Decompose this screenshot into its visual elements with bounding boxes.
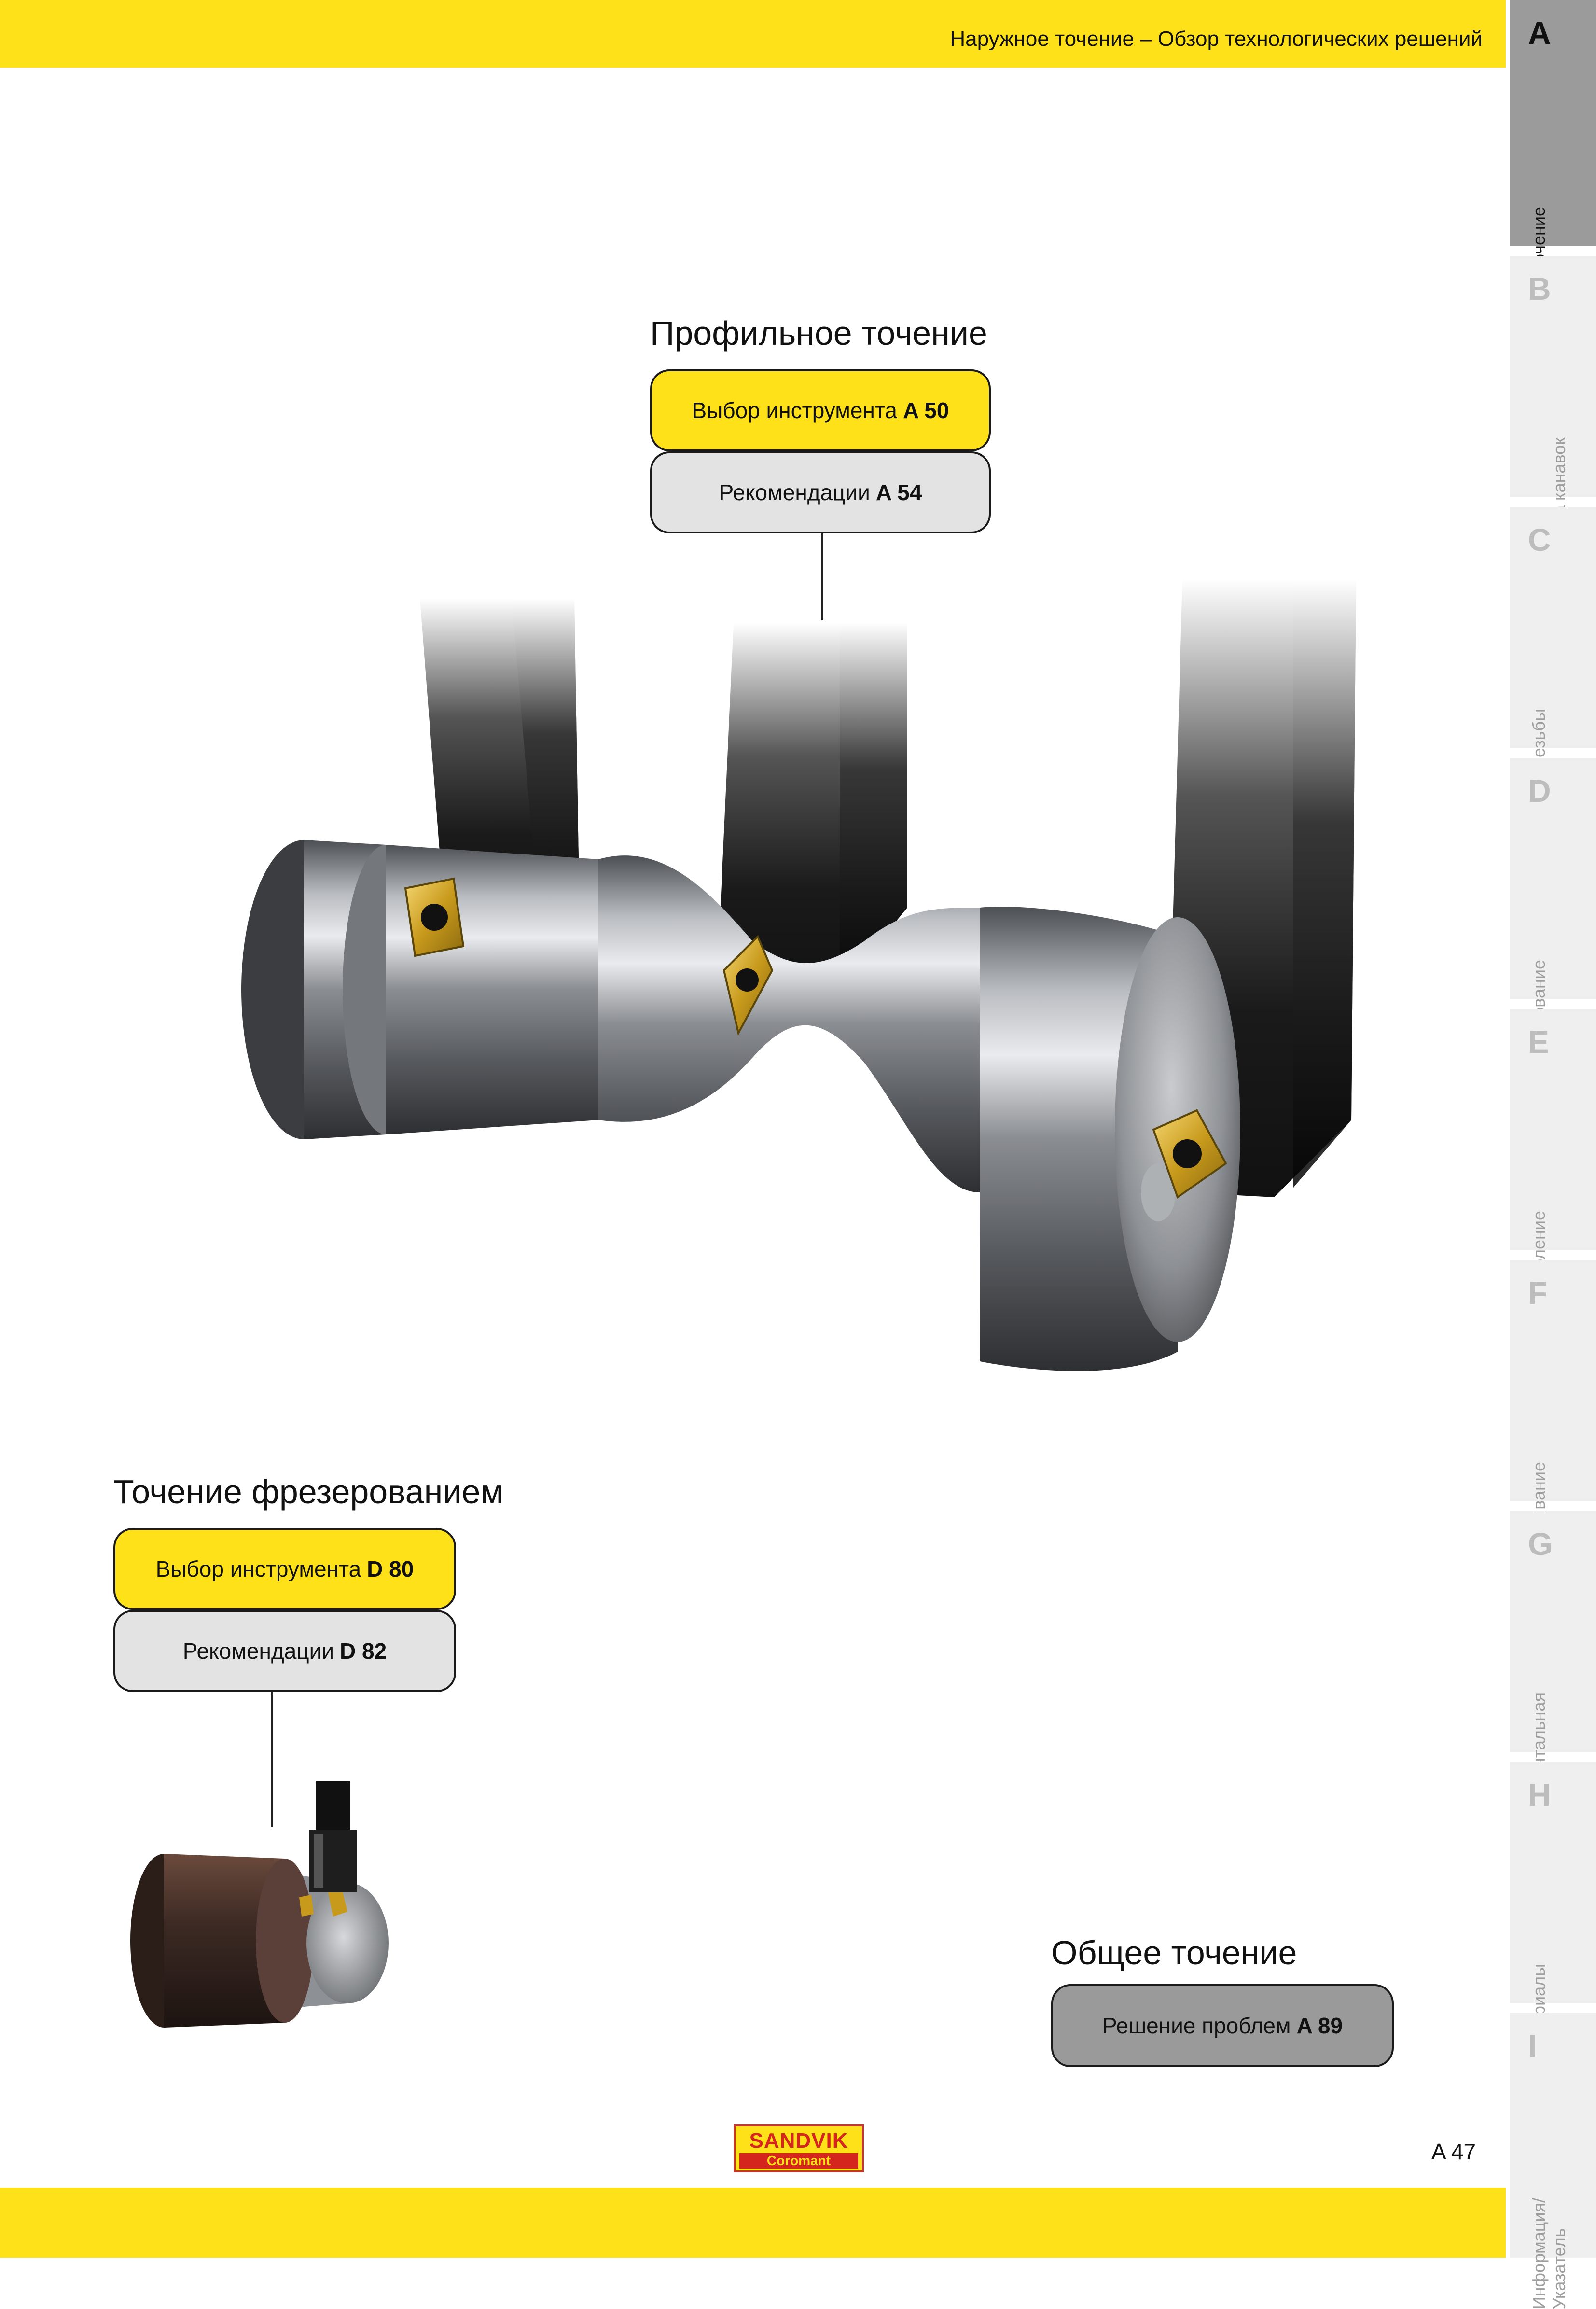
page-ref: D 82 <box>340 1638 387 1664</box>
page-header-title: Наружное точение – Обзор технологических… <box>950 27 1483 51</box>
tool-holder-middle <box>719 623 907 1004</box>
tab-label: Информация/Указатель <box>1529 2198 1569 2309</box>
milling-turning-heading: Точение фрезерованием <box>113 1473 504 1511</box>
tab-letter: A <box>1528 15 1551 51</box>
sandvik-coromant-logo: SANDVIK Coromant <box>734 2124 864 2172</box>
button-label: Выбор инструмента <box>155 1556 361 1581</box>
tab-letter: I <box>1528 2028 1537 2064</box>
milling-tool-selection-button[interactable]: Выбор инструмента D 80 <box>113 1528 456 1610</box>
callout-line <box>821 533 823 620</box>
header-bar: Наружное точение – Обзор технологических… <box>0 0 1506 68</box>
profile-tool-selection-button[interactable]: Выбор инструмента A 50 <box>650 369 991 451</box>
insert-right <box>1152 1109 1227 1199</box>
tab-letter: D <box>1528 773 1551 809</box>
callout-line <box>271 1692 273 1827</box>
logo-line2: Coromant <box>739 2153 858 2169</box>
page-ref: A 50 <box>903 398 949 423</box>
button-label: Рекомендации <box>719 480 870 505</box>
tab-letter: C <box>1528 522 1551 558</box>
profile-recommendations-button[interactable]: Рекомендации A 54 <box>650 451 991 533</box>
insert-middle <box>722 935 774 1036</box>
tab-turning[interactable]: A Точение <box>1510 0 1596 273</box>
tab-boring[interactable]: F Растачивание <box>1510 1260 1596 1575</box>
page-ref: A 54 <box>875 480 922 505</box>
general-turning-heading: Общее точение <box>1051 1934 1297 1972</box>
tab-letter: E <box>1528 1024 1550 1060</box>
button-label: Рекомендации <box>182 1638 334 1664</box>
tab-drilling[interactable]: E Сверление <box>1510 1009 1596 1300</box>
tab-letter: F <box>1528 1275 1548 1311</box>
troubleshooting-button[interactable]: Решение проблем A 89 <box>1051 1984 1394 2067</box>
page-ref: D 80 <box>367 1556 414 1581</box>
tab-letter: G <box>1528 1526 1553 1562</box>
milling-recommendations-button[interactable]: Рекомендации D 82 <box>113 1610 456 1692</box>
milling-cutter <box>299 1781 357 1917</box>
tab-tooling[interactable]: G Инструментальнаяоснастка <box>1510 1511 1596 1846</box>
workpiece <box>241 840 1240 1371</box>
logo-line1: SANDVIK <box>749 2129 848 2153</box>
insert-left <box>404 877 465 957</box>
tab-materials[interactable]: H Материалы <box>1510 1762 1596 2057</box>
tab-threading[interactable]: C Нарезание резьбы <box>1510 507 1596 860</box>
tab-info-index[interactable]: I Информация/Указатель <box>1510 2013 1596 2309</box>
button-label: Решение проблем <box>1102 2013 1291 2038</box>
page-ref: A 89 <box>1296 2013 1343 2038</box>
profile-turning-heading: Профильное точение <box>650 314 987 352</box>
tab-letter: H <box>1528 1777 1551 1813</box>
tab-parting-grooving[interactable]: B Отрезка иобработка канавок <box>1510 256 1596 589</box>
tab-milling[interactable]: D Фрезерование <box>1510 758 1596 1077</box>
chapter-sidebar: A Точение B Отрезка иобработка канавок C… <box>1510 0 1596 2309</box>
tab-letter: B <box>1528 271 1551 307</box>
footer-bar <box>0 2188 1506 2258</box>
page-number: A 47 <box>1431 2139 1476 2164</box>
turn-milling-illustration <box>130 1781 389 2028</box>
profile-turning-illustration <box>241 579 1356 1371</box>
button-label: Выбор инструмента <box>692 398 898 423</box>
